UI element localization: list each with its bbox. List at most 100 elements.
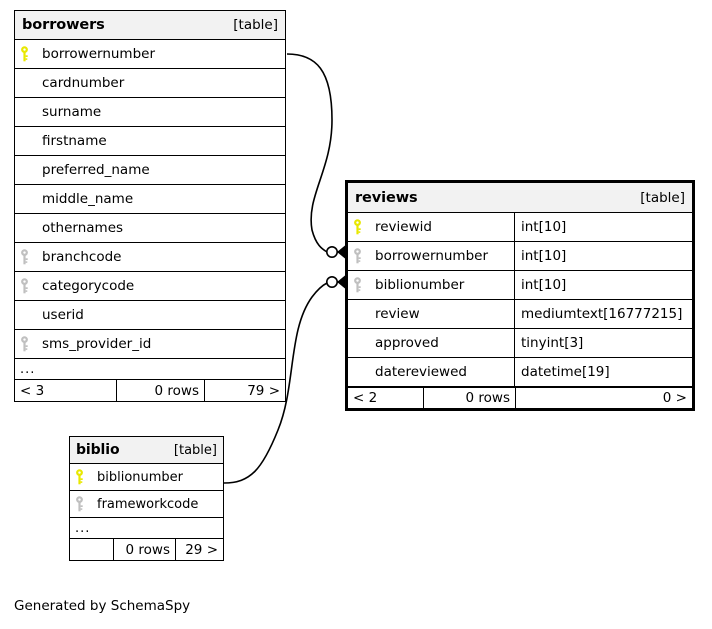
table-title: biblio (76, 442, 120, 458)
column-cell: biblionumber (89, 464, 223, 490)
column-name: middle_name (42, 191, 134, 207)
column-cell: borrowernumber (367, 242, 514, 270)
table-footer: < 3 0 rows 79 > (15, 380, 285, 401)
foreign-key-icon (15, 243, 34, 271)
column-name: userid (42, 307, 84, 323)
footer-next-link[interactable]: 29 > (175, 539, 223, 560)
column-cell: approved (367, 329, 514, 357)
table-type-tag: [table] (233, 17, 278, 33)
column-cell: preferred_name (34, 156, 285, 184)
table-row[interactable]: reviewid int[10] (348, 213, 692, 242)
column-type: int[10] (514, 242, 692, 270)
table-row[interactable]: firstname (15, 127, 285, 156)
footer-next-link[interactable]: 79 > (204, 380, 285, 401)
column-name: preferred_name (42, 162, 150, 178)
column-name: biblionumber (97, 469, 184, 485)
column-type: int[10] (514, 271, 692, 299)
primary-key-icon (15, 40, 34, 68)
foreign-key-icon (348, 271, 367, 299)
footer-prev-link[interactable]: < 3 (20, 382, 45, 399)
footer-row-count: 0 rows (116, 380, 204, 401)
footer-prev-link[interactable] (70, 539, 113, 560)
table-row[interactable]: cardnumber (15, 69, 285, 98)
foreign-key-icon (15, 272, 34, 300)
table-row[interactable]: approved tinyint[3] (348, 329, 692, 358)
column-cell: datereviewed (367, 358, 514, 386)
table-row[interactable]: sms_provider_id (15, 330, 285, 359)
column-name: sms_provider_id (42, 336, 152, 352)
no-key-spacer (348, 358, 367, 386)
column-name: biblionumber (375, 277, 465, 293)
table-biblio[interactable]: biblio [table] biblionumber (69, 436, 224, 561)
column-name: surname (42, 104, 102, 120)
no-key-spacer (15, 301, 34, 329)
table-footer: 0 rows 29 > (70, 539, 223, 560)
no-key-spacer (15, 214, 34, 242)
table-borrowers[interactable]: borrowers [table] borrowernumber cardnum… (14, 10, 286, 402)
column-cell: frameworkcode (89, 491, 223, 517)
table-row[interactable]: review mediumtext[16777215] (348, 300, 692, 329)
more-columns-indicator: ... (70, 518, 223, 539)
table-row[interactable]: branchcode (15, 243, 285, 272)
column-cell: cardnumber (34, 69, 285, 97)
column-type: mediumtext[16777215] (514, 300, 692, 328)
column-name: reviewid (375, 219, 432, 235)
generator-credit: Generated by SchemaSpy (14, 598, 191, 614)
column-type: datetime[19] (514, 358, 692, 386)
column-name: borrowernumber (375, 248, 489, 264)
table-row[interactable]: userid (15, 301, 285, 330)
column-cell: reviewid (367, 213, 514, 241)
table-row[interactable]: biblionumber int[10] (348, 271, 692, 300)
primary-key-icon (348, 213, 367, 241)
footer-next-link[interactable]: 0 > (515, 388, 692, 408)
column-name: othernames (42, 220, 124, 236)
column-name: firstname (42, 133, 107, 149)
foreign-key-icon (70, 491, 89, 517)
column-name: branchcode (42, 249, 122, 265)
footer-row-count: 0 rows (423, 388, 515, 408)
endpoint-crowsfoot (337, 245, 345, 259)
no-key-spacer (15, 98, 34, 126)
column-cell: review (367, 300, 514, 328)
endpoint-circle-optional (325, 246, 338, 259)
table-row[interactable]: categorycode (15, 272, 285, 301)
column-cell: sms_provider_id (34, 330, 285, 358)
column-cell: biblionumber (367, 271, 514, 299)
no-key-spacer (15, 185, 34, 213)
no-key-spacer (15, 156, 34, 184)
column-name: review (375, 306, 420, 322)
column-name: frameworkcode (97, 496, 199, 512)
table-row[interactable]: borrowernumber (15, 40, 285, 69)
table-row[interactable]: preferred_name (15, 156, 285, 185)
table-row[interactable]: surname (15, 98, 285, 127)
column-cell: firstname (34, 127, 285, 155)
table-header-borrowers: borrowers [table] (15, 11, 285, 40)
more-columns-indicator: ... (15, 359, 285, 380)
table-header-reviews: reviews [table] (348, 183, 692, 213)
table-row[interactable]: biblionumber (70, 464, 223, 491)
column-cell: borrowernumber (34, 40, 285, 68)
no-key-spacer (348, 329, 367, 357)
column-type: int[10] (514, 213, 692, 241)
table-title: reviews (355, 189, 418, 206)
relationship-borrowers-reviews (286, 53, 345, 259)
primary-key-icon (70, 464, 89, 490)
endpoint-crowsfoot (337, 275, 345, 289)
table-row[interactable]: frameworkcode (70, 491, 223, 518)
table-row[interactable]: middle_name (15, 185, 285, 214)
column-cell: branchcode (34, 243, 285, 271)
footer-prev-link[interactable]: < 2 (353, 390, 378, 406)
column-cell: categorycode (34, 272, 285, 300)
table-row[interactable]: datereviewed datetime[19] (348, 358, 692, 387)
foreign-key-icon (348, 242, 367, 270)
table-type-tag: [table] (640, 189, 685, 206)
column-type: tinyint[3] (514, 329, 692, 357)
table-reviews[interactable]: reviews [table] reviewid int[10] (345, 180, 695, 411)
column-cell: surname (34, 98, 285, 126)
table-row[interactable]: othernames (15, 214, 285, 243)
table-row[interactable]: borrowernumber int[10] (348, 242, 692, 271)
no-key-spacer (15, 69, 34, 97)
column-cell: userid (34, 301, 285, 329)
column-name: cardnumber (42, 75, 125, 91)
